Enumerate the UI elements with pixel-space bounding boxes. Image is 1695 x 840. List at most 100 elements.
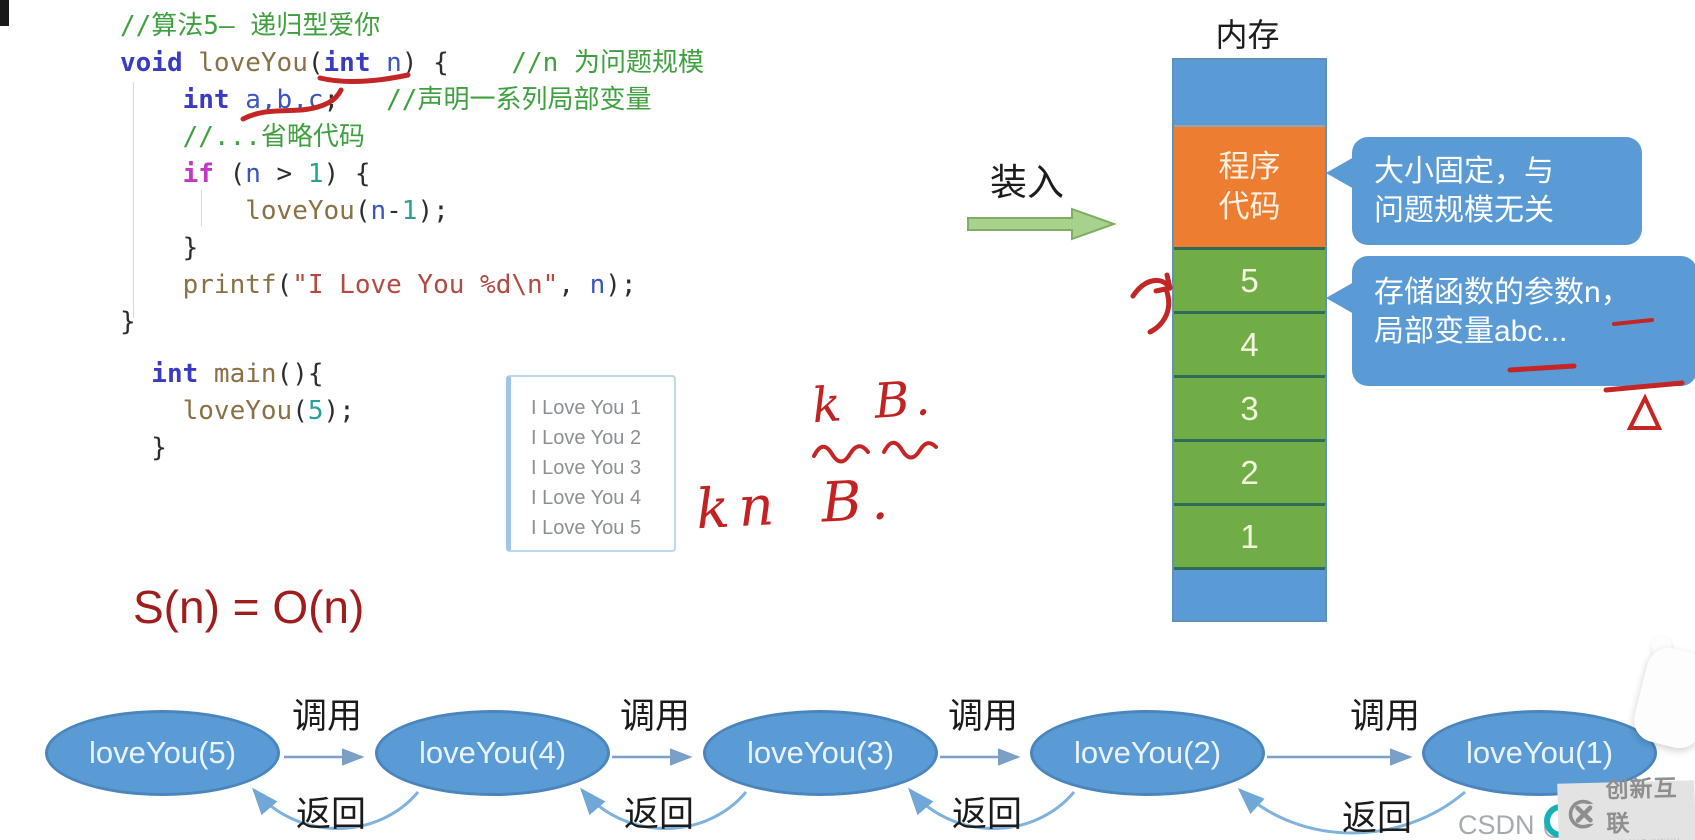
code-token: > [260,159,308,189]
code-token: if [182,159,214,189]
screen-corner-artifact [0,0,9,26]
bubble-tail [1326,282,1354,314]
code-token: loveYou [182,396,293,426]
code-token: "I Love You %d\n" [292,270,559,300]
handwritten-knb-annotation: kn B. [694,466,899,542]
code-token: ); [323,396,355,426]
indent-guide [201,190,202,226]
output-line: I Love You 4 [531,487,642,509]
program-output-box: I Love You 1 I Love You 2 I Love You 3 I Lo… [506,375,676,552]
space-complexity-formula: S(n) = O(n) [133,581,365,633]
handwritten-kb-annotation: k B. [810,369,937,435]
code-token: ( [213,159,246,189]
code-line: loveYou(n-1); [120,193,704,230]
code-token [120,196,245,226]
bubble-text: 存储函数的参数n， [1374,276,1631,309]
code-token [120,85,183,115]
code-line: } [120,430,355,467]
logo-title: 创新互联 [1605,774,1678,837]
stack-cell-blue [1174,60,1325,125]
code-token: int [323,48,371,78]
red-squiggle-k [812,444,870,464]
code-token: void [120,48,183,78]
code-line: if (n > 1) { [120,156,704,193]
code-line: loveYou(5); [120,393,355,430]
code-token: } [120,233,199,263]
code-token: a,b,c [229,85,324,115]
memory-title: 内存 [1215,16,1280,54]
code-token [120,270,183,300]
red-stack-arrow [1130,278,1173,299]
output-line: I Love You 3 [531,457,642,479]
stack-cell-green: 4 [1174,311,1325,375]
return-label: 返回 [952,795,1023,835]
stack-cell-blue-bottom [1174,567,1325,620]
chain-node: loveYou(1) [1422,710,1657,796]
stack-cell-label: 代码 [1218,189,1281,224]
code-token: ) { [401,48,449,78]
call-label: 调用 [948,697,1019,737]
stack-cell-green: 2 [1174,439,1325,503]
speech-bubble-stack-frames: 存储函数的参数n， 局部变量abc... [1326,256,1695,386]
code-token: n [589,270,606,300]
code-token: ( [292,396,308,426]
code-token: } [120,307,136,337]
bubble-tail [1326,157,1354,189]
code-token: } [120,433,167,463]
code-token: ) { [323,159,371,189]
code-token: n [370,48,402,78]
call-label: 调用 [620,697,691,737]
chain-node: loveYou(3) [703,710,938,796]
code-token: ); [417,196,449,226]
delta-mark [1626,393,1663,430]
code-token: n [370,196,387,226]
load-arrow-icon [967,207,1117,241]
code-token [183,48,199,78]
chain-node: loveYou(2) [1030,710,1265,796]
code-token: ); [605,270,637,300]
stack-cell-label: 程序 [1218,149,1281,184]
bubble-text: 大小固定，与 [1374,155,1554,188]
code-token: loveYou [198,48,308,78]
chain-node: loveYou(5) [45,710,280,796]
code-token: //n 为问题规模 [448,48,704,78]
code-line: } [120,230,704,267]
output-line: I Love You 1 [531,397,642,419]
code-token: n [245,159,261,189]
code-token [120,396,183,426]
stack-cell-label: 1 [1240,517,1259,555]
code-token: main [198,359,277,389]
chuangxin-logo-icon [1568,799,1599,829]
code-token: ( [276,270,293,300]
chain-node: loveYou(4) [375,710,610,796]
bubble-text: 局部变量abc... [1374,315,1568,348]
code-token: loveYou [245,196,355,226]
call-label: 调用 [292,697,363,737]
code-token: , [558,270,590,300]
stack-cell-green: 3 [1174,375,1325,439]
code-token: //声明一系列局部变量 [339,85,652,115]
code-token: (){ [276,359,324,389]
code-token: - [386,196,402,226]
bubble-text: 问题规模无关 [1374,194,1554,227]
code-line: //算法5— 递归型爱你 [120,8,704,45]
code-token: printf [182,270,277,300]
code-token: 5 [307,396,324,426]
chuangxin-logo-badge: 创新互联 CHUANG XINHU LIAN [1557,775,1695,840]
output-line: I Love You 5 [531,517,642,539]
output-line: I Love You 2 [531,427,642,449]
code-token: int [120,359,199,389]
code-token: //算法5— 递归型爱你 [120,11,381,41]
code-line: } [120,304,704,341]
return-label: 返回 [296,795,367,835]
code-line: printf("I Love You %d\n", n); [120,267,704,304]
code-line: int a,b,c; //声明一系列局部变量 [120,82,704,119]
stack-cell-label: 3 [1240,389,1259,427]
stack-cell-label: 4 [1240,325,1259,363]
code-token [120,159,183,189]
red-squiggle-b [882,440,938,460]
stack-cell-label: 2 [1240,453,1259,491]
return-label: 返回 [1342,799,1413,839]
